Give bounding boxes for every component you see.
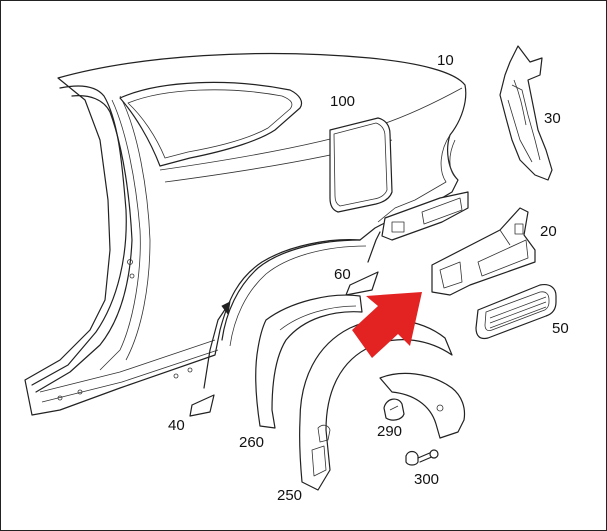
part-100-fuel-flap[interactable]	[329, 117, 393, 213]
callout-290: 290	[377, 423, 402, 440]
callout-60: 60	[334, 266, 351, 283]
part-40-sill-piece[interactable]	[189, 301, 231, 417]
part-20-rear-reinforcement[interactable]	[431, 207, 536, 296]
direction-arrow	[352, 292, 422, 358]
callout-260: 260	[239, 434, 264, 451]
part-250-wheel-liner[interactable]	[299, 319, 466, 491]
part-60-small-panel[interactable]	[345, 231, 381, 296]
callout-300: 300	[414, 471, 439, 488]
part-260-arch-trim[interactable]	[255, 294, 363, 429]
callout-40: 40	[168, 417, 185, 434]
part-10-side-panel[interactable]	[24, 52, 469, 416]
callout-50: 50	[552, 320, 569, 337]
callout-20: 20	[540, 223, 557, 240]
callout-30: 30	[544, 110, 561, 127]
part-30-pillar-bracket[interactable]	[499, 45, 553, 181]
callout-10: 10	[437, 52, 454, 69]
part-290-clip[interactable]	[383, 398, 405, 421]
callout-250: 250	[277, 487, 302, 504]
part-300-screw[interactable]	[405, 449, 439, 466]
callout-100: 100	[330, 93, 355, 110]
part-50-vent-grille[interactable]	[475, 283, 557, 340]
